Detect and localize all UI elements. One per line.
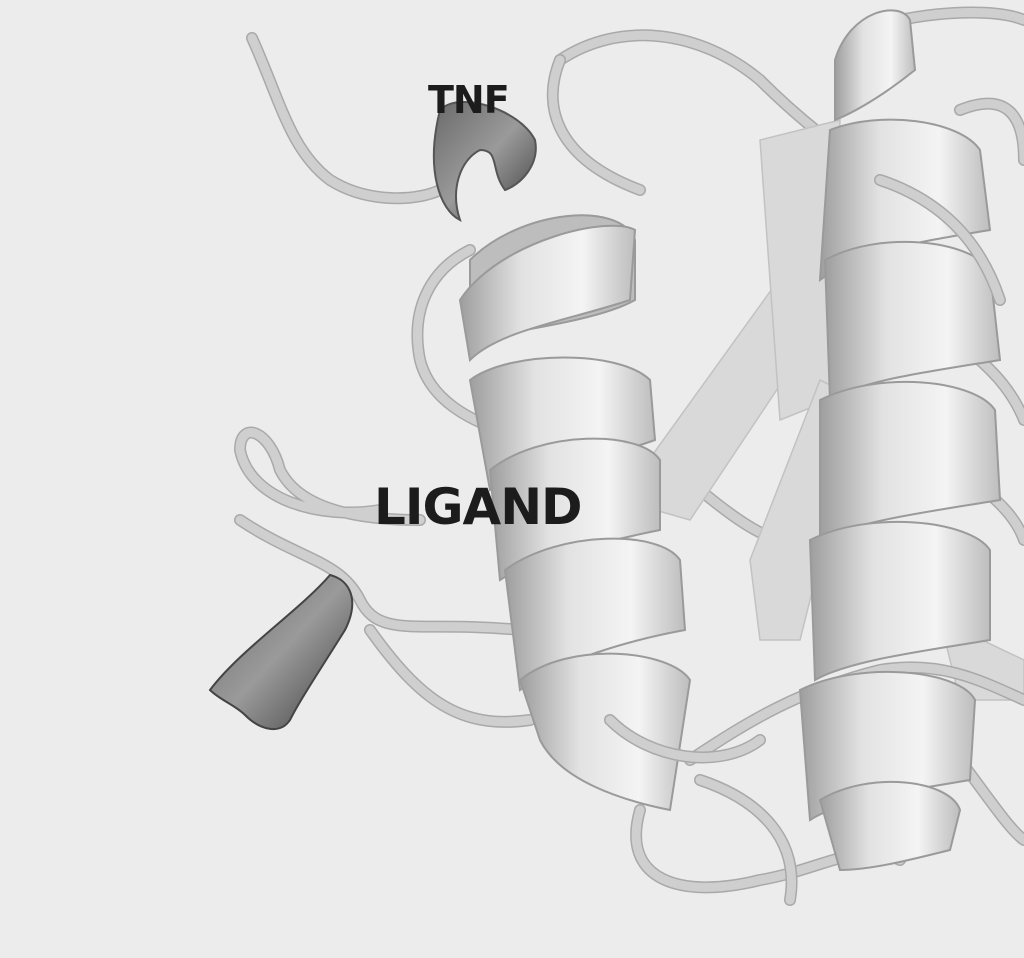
dark-strand-left: [208, 573, 354, 730]
tnf-label: TNF: [428, 78, 510, 122]
coil-loops-front: [604, 174, 1006, 764]
coil-loops-left: [234, 32, 536, 728]
alpha-helix-left: [458, 214, 692, 812]
alpha-helix-right: [798, 9, 1002, 872]
ligand-label: LIGAND: [374, 478, 583, 536]
dark-helix-top: [432, 101, 537, 222]
